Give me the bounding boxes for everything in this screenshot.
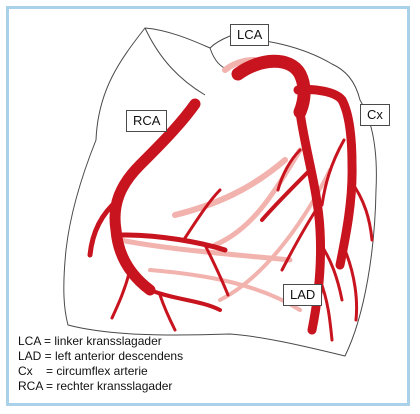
rca-branch [112, 270, 130, 318]
aorta-outline [145, 28, 230, 95]
cx-branch [345, 250, 357, 320]
lca-label: LCA [230, 24, 269, 46]
posterior-branch [175, 160, 285, 215]
lca-trunk [238, 61, 304, 112]
cx-label: Cx [360, 104, 390, 126]
rca-branch [160, 295, 175, 330]
legend-item-lca: LCA = linker kransslagader [18, 334, 183, 349]
cx-branch [322, 140, 344, 205]
rca-branch [185, 190, 220, 238]
legend-item-rca: RCA = rechter kransslagader [18, 379, 183, 394]
right-coronary-system [90, 104, 228, 330]
legend-item-lad: LAD = left anterior descendens [18, 349, 183, 364]
legend-item-cx: Cx = circumflex arterie [18, 364, 183, 379]
legend: LCA = linker kransslagader LAD = left an… [18, 334, 183, 394]
rca-label: RCA [126, 110, 167, 132]
lad-label: LAD [283, 284, 322, 306]
